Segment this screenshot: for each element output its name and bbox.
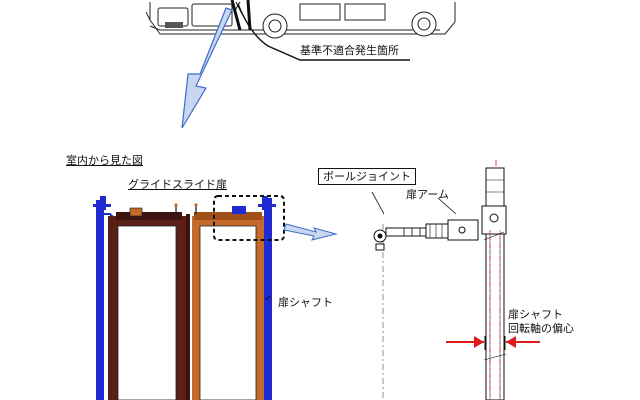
door-arm-label: 扉アーム	[406, 188, 450, 201]
rotation-axis-eccentricity-label: 回転軸の偏心	[508, 322, 574, 335]
ball-joint-detail	[371, 191, 479, 400]
detail-highlight-box	[213, 195, 285, 241]
nonconformity-location-label: 基準不適合発生箇所	[300, 44, 399, 57]
door-shaft-detail	[446, 160, 540, 400]
glide-slide-door-label: グライドスライド扉	[128, 178, 227, 191]
bus-illustration	[145, 0, 456, 39]
ball-joint-label: ボールジョイント	[318, 168, 416, 185]
interior-view-label: 室内から見た図	[66, 154, 143, 167]
door-shaft-right-label: 扉シャフト	[508, 308, 563, 321]
door-shaft-label: 扉シャフト	[278, 296, 333, 309]
glide-slide-door	[93, 196, 276, 400]
leader-arrow	[181, 7, 233, 129]
detail-arrow	[283, 223, 338, 241]
